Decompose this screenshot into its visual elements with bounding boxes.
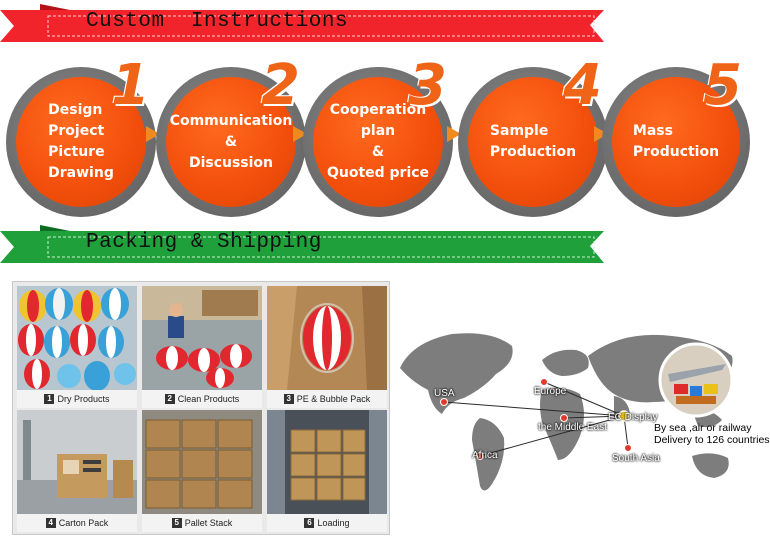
carton-pack-photo xyxy=(17,410,137,514)
step-label: Design Project Picture Drawing xyxy=(48,102,114,181)
packing-caption: 5 Pallet Stack xyxy=(142,514,262,532)
map-label-south-asia: South Asia xyxy=(612,453,660,464)
step-number: 4 xyxy=(563,53,602,118)
packing-step-carton-pack: 4 Carton Pack xyxy=(17,410,137,532)
packing-caption: 2 Clean Products xyxy=(142,390,262,408)
usa-marker xyxy=(440,398,448,406)
step-label: Mass Production xyxy=(632,123,720,160)
packing-caption: 1 Dry Products xyxy=(17,390,137,408)
world-shipping-map: USA Europe the Middle East Africa South … xyxy=(392,290,770,530)
step-badge: 2 xyxy=(164,394,175,404)
dry-products-photo xyxy=(17,286,137,391)
red-ribbon-shape xyxy=(0,4,604,42)
packing-shipping-banner: Packing & Shipping xyxy=(0,225,610,267)
step-badge: 4 xyxy=(45,518,56,528)
custom-instructions-banner: Custom Instructions xyxy=(0,4,610,46)
caption-text: Dry Products xyxy=(57,394,110,404)
pallet-stack-photo xyxy=(142,410,262,514)
clean-products-photo xyxy=(142,286,262,390)
shipping-methods-text: By sea ,air or railway xyxy=(654,422,752,434)
step-cooperation: Cooperation plan & Quoted price 3 xyxy=(303,53,453,217)
packing-step-pallet-stack: 5 Pallet Stack xyxy=(142,410,262,532)
packing-shipping-title: Packing & Shipping xyxy=(86,231,322,254)
packing-caption: 4 Carton Pack xyxy=(17,514,137,532)
packing-step-loading: 6 Loading xyxy=(267,410,387,532)
step-communication: Communication & Discussion 2 xyxy=(156,53,306,217)
caption-text: Carton Pack xyxy=(58,518,109,528)
green-ribbon-shape xyxy=(0,225,604,263)
step-number: 3 xyxy=(408,53,447,118)
step-mass-production: Mass Production 5 xyxy=(602,53,750,217)
packing-photo-grid: 1 Dry Products 2 Clean Products xyxy=(12,281,390,535)
step-label: Cooperation plan & Quoted price xyxy=(326,102,430,181)
packing-caption: 3 PE & Bubble Pack xyxy=(267,390,387,408)
caption-text: Clean Products xyxy=(177,394,240,404)
step-sample: Sample Production 4 xyxy=(458,53,608,217)
step-label: Sample Production xyxy=(489,123,577,160)
step-badge: 1 xyxy=(44,394,55,404)
step-badge: 6 xyxy=(304,518,315,528)
delivery-countries-text: Delivery to 126 countries xyxy=(654,434,770,446)
step-label: Communication & Discussion xyxy=(169,112,293,171)
custom-instructions-title: Custom Instructions xyxy=(86,10,349,33)
map-label-middle-east: the Middle East xyxy=(538,422,607,433)
bubble-pack-photo xyxy=(267,286,387,390)
packing-step-clean-products: 2 Clean Products xyxy=(142,286,262,408)
arrow-icon xyxy=(447,126,461,142)
map-label-europe: Europe xyxy=(534,386,567,397)
step-badge: 3 xyxy=(283,394,294,404)
step-number: 5 xyxy=(703,53,742,118)
step-design: Design Project Picture Drawing 1 xyxy=(6,53,156,217)
world-map-graphic xyxy=(400,333,734,491)
packing-step-dry-products: 1 Dry Products xyxy=(17,286,137,408)
caption-text: Loading xyxy=(317,518,350,528)
map-label-origin: EC Display xyxy=(608,412,658,423)
container-loading-photo xyxy=(267,410,387,514)
packing-caption: 6 Loading xyxy=(267,514,387,532)
step-badge: 5 xyxy=(171,518,182,528)
map-label-usa: USA xyxy=(434,388,455,399)
step-number: 2 xyxy=(261,53,300,118)
caption-text: PE & Bubble Pack xyxy=(296,394,371,404)
caption-text: Pallet Stack xyxy=(184,518,233,528)
step-number: 1 xyxy=(111,53,150,118)
map-label-africa: Africa xyxy=(472,450,498,461)
packing-step-bubble-pack: 3 PE & Bubble Pack xyxy=(267,286,387,408)
